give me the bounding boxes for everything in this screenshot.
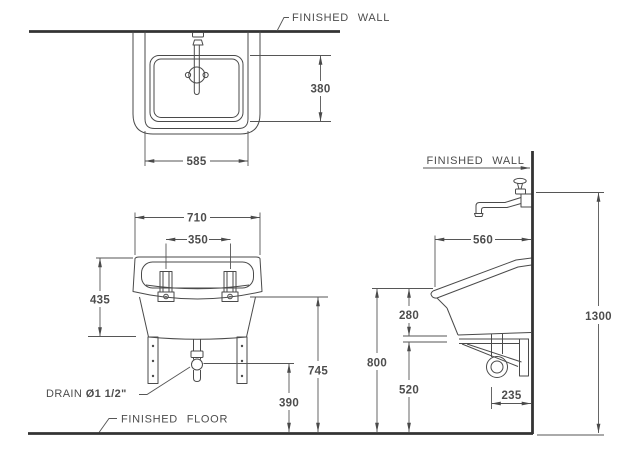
faucet-plan-icon — [192, 32, 204, 95]
dim-390-text: 390 — [279, 398, 299, 410]
dim-side-trap-offset: 235 — [491, 387, 531, 409]
basin-opening-front — [141, 261, 254, 289]
mounting-bracket-left — [157, 271, 175, 302]
dim-front-overall-width: 710 — [134, 212, 261, 255]
dim-380-text: 380 — [310, 84, 330, 96]
finished-wall-side-label: FINISHED WALL — [427, 155, 525, 167]
dim-front-bracket-spacing: 350 — [165, 235, 231, 269]
faucet-side-icon — [474, 177, 533, 217]
dim-435-text: 435 — [90, 295, 110, 307]
dim-745-text: 745 — [308, 366, 328, 378]
dim-front-rim-to-floor: 745 — [250, 296, 328, 432]
dim-350-text: 350 — [188, 235, 208, 247]
sink-outline-plan — [132, 31, 261, 135]
p-trap-side-icon — [486, 334, 508, 378]
rim-front — [132, 256, 263, 300]
finished-floor-label: FINISHED FLOOR — [121, 414, 228, 426]
dim-800-text: 800 — [367, 358, 387, 370]
dim-front-drain-to-floor: 390 — [279, 363, 299, 432]
dim-280-text: 280 — [399, 310, 419, 322]
dim-1300-text: 1300 — [585, 311, 612, 323]
finished-wall-plan-label: FINISHED WALL — [292, 12, 390, 24]
dim-710-text: 710 — [187, 213, 207, 225]
hanger-leg-left — [147, 336, 159, 384]
mounting-bracket-right — [221, 271, 239, 302]
dim-side-rim-depth: 560 — [434, 235, 531, 287]
finished-floor-leader — [98, 418, 117, 433]
dim-front-body-height: 435 — [88, 257, 136, 337]
sink-rim-plan — [144, 31, 249, 129]
dim-560-text: 560 — [473, 235, 493, 247]
drain-front-icon — [190, 339, 204, 382]
hanger-leg-right — [236, 336, 248, 384]
dim-520-text: 520 — [399, 385, 419, 397]
dim-585-text: 585 — [186, 156, 206, 168]
dim-plan-basin-depth: 380 — [250, 55, 331, 122]
drain-plan-icon — [184, 66, 209, 84]
dim-side-rim-height: 800 — [367, 288, 387, 432]
dim-235-text: 235 — [501, 390, 521, 402]
dim-plan-basin-width: 585 — [144, 131, 249, 168]
drain-leader — [139, 366, 191, 395]
front-view: 710 350 435 745 390 — [46, 212, 328, 433]
dim-side-rim-to-underside: 280 — [399, 288, 447, 337]
finished-wall-plan-leader — [276, 17, 289, 32]
drain-label: DRAIN Ø1 1/2" — [46, 388, 127, 400]
basin-opening-plan — [149, 55, 244, 122]
dim-side-underside-to-floor: 520 — [399, 341, 447, 432]
sink-profile-side — [430, 257, 532, 336]
basin-inner-plan — [153, 58, 240, 118]
support-bracket-side — [459, 338, 529, 377]
side-view: FINISHED WALL — [367, 151, 612, 436]
dim-side-spout-height: 1300 — [536, 192, 612, 436]
plan-view: FINISHED WALL 380 585 — [29, 12, 390, 168]
